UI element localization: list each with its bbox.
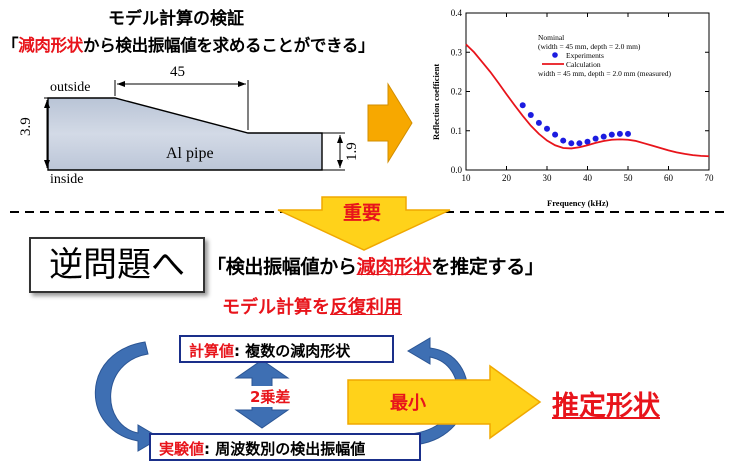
y-tick-label: 0.1: [451, 126, 462, 136]
experiment-point: [608, 131, 615, 138]
experiment-point: [552, 131, 559, 138]
calc-label: 計算値: [189, 342, 235, 360]
min-arrow-right: [347, 364, 542, 440]
important-label: 重要: [343, 202, 382, 224]
quote-red: 減肉形状: [356, 256, 432, 278]
experiment-point: [568, 140, 575, 147]
inverse-quote: 「検出振幅値から減肉形状を推定する」: [207, 252, 544, 279]
label-inside: inside: [50, 172, 84, 187]
quote-close: を推定する」: [431, 256, 544, 278]
legend-calculation: Calculation: [566, 60, 601, 69]
chart-xlabel: Frequency (kHz): [547, 198, 609, 208]
label-al-pipe: Al pipe: [166, 145, 214, 162]
experiment-point: [616, 130, 623, 137]
exp-rest: : 周波数別の検出振幅値: [204, 440, 366, 458]
experiment-point: [535, 119, 542, 126]
x-tick-label: 70: [705, 173, 715, 183]
legend-measured: width = 45 mm, depth = 2.0 mm (measured): [538, 69, 672, 78]
y-tick-label: 0.3: [451, 47, 463, 57]
inverse-problem-box: 逆問題へ: [29, 237, 205, 293]
x-tick-label: 60: [664, 173, 674, 183]
subtitle-rest: から検出振幅値を求めることができる」: [83, 36, 375, 55]
legend-nominal-dims: (width = 45 mm, depth = 2.0 mm): [538, 42, 641, 51]
x-tick-label: 50: [624, 173, 634, 183]
label-19: 1.9: [344, 142, 360, 161]
label-45: 45: [170, 64, 185, 80]
estimated-shape: 推定形状: [552, 391, 660, 422]
experiment-point: [625, 130, 631, 137]
x-tick-label: 20: [502, 173, 512, 183]
y-tick-label: 0.0: [451, 165, 463, 175]
calc-rest: : 複数の減肉形状: [234, 342, 351, 360]
experiment-point: [600, 133, 607, 140]
y-tick-label: 0.4: [451, 8, 463, 18]
legend-experiments: Experiments: [566, 51, 604, 60]
label-39: 3.9: [18, 117, 34, 136]
model-prefix: モデル計算を: [222, 297, 330, 318]
x-tick-label: 30: [543, 173, 553, 183]
exp-value-box: 実験値: 周波数別の検出振幅値: [149, 433, 421, 461]
experiment-point: [544, 125, 550, 132]
plot-frame: [465, 12, 710, 171]
legend-nominal: Nominal: [538, 33, 565, 42]
quote-open: 「検出振幅値から: [207, 256, 357, 278]
experiment-point: [560, 137, 567, 144]
model-iterate: モデル計算を反復利用: [222, 293, 402, 319]
legend-experiments-marker: [552, 52, 558, 58]
square-diff-label: 2乗差: [248, 386, 293, 407]
x-tick-label: 10: [462, 173, 472, 183]
experiment-point: [527, 112, 534, 119]
experiment-point: [584, 138, 591, 145]
verification-subtitle: 「減肉形状から検出振幅値を求めることができる」: [2, 32, 375, 56]
subtitle-red: 減肉形状: [18, 36, 84, 55]
calc-value-box: 計算値: 複数の減肉形状: [179, 335, 394, 363]
orange-arrow-right: [367, 82, 413, 164]
x-tick-label: 40: [583, 173, 593, 183]
subtitle-open: 「: [2, 36, 19, 55]
verification-title: モデル計算の検証: [108, 9, 244, 29]
chart-ylabel: Reflection coefficient: [431, 63, 441, 140]
exp-label: 実験値: [159, 440, 205, 458]
experiment-point: [576, 140, 583, 147]
model-red: 反復利用: [330, 297, 402, 318]
label-outside: outside: [50, 80, 91, 95]
experiment-point: [592, 135, 599, 142]
experiment-point: [519, 102, 526, 109]
min-label: 最小: [390, 393, 426, 414]
y-tick-label: 0.2: [451, 87, 462, 97]
